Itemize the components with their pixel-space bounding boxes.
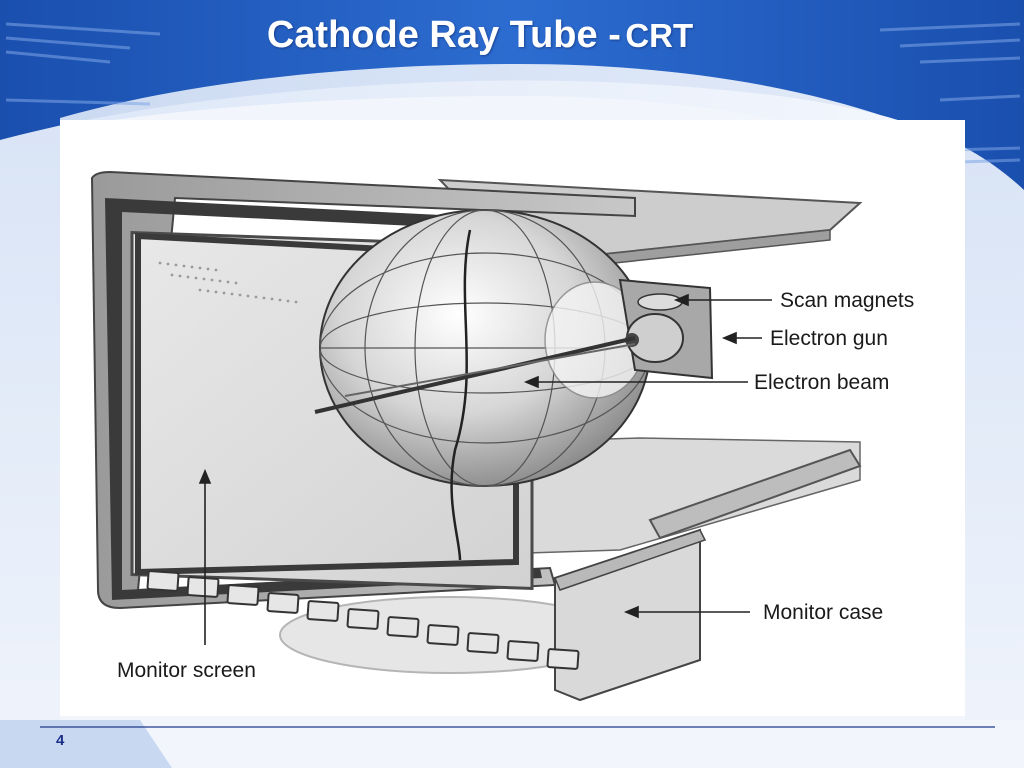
callout-arrows xyxy=(198,293,772,645)
monitor-illustration xyxy=(90,170,863,702)
crt-diagram-panel: Scan magnets Electron gun Electron beam … xyxy=(60,120,965,716)
label-monitor-case: Monitor case xyxy=(763,601,883,624)
label-scan-magnets: Scan magnets xyxy=(780,289,914,312)
crt-diagram: Scan magnets Electron gun Electron beam … xyxy=(90,170,914,702)
phosphor-dots xyxy=(158,261,298,304)
electron-beam-line-1 xyxy=(314,336,636,414)
monitor-case-side-rail xyxy=(648,448,862,540)
page-number: 4 xyxy=(56,732,65,749)
slide-title-abbreviation: CRT xyxy=(625,17,694,54)
label-electron-gun: Electron gun xyxy=(770,327,888,350)
electron-beam-line-2 xyxy=(344,343,636,397)
label-monitor-screen: Monitor screen xyxy=(117,659,256,682)
slide-title: Cathode Ray Tube - CRT xyxy=(0,14,960,57)
front-control-buttons xyxy=(146,570,580,670)
slide-title-main: Cathode Ray Tube - xyxy=(266,14,621,56)
label-electron-beam: Electron beam xyxy=(754,371,889,394)
